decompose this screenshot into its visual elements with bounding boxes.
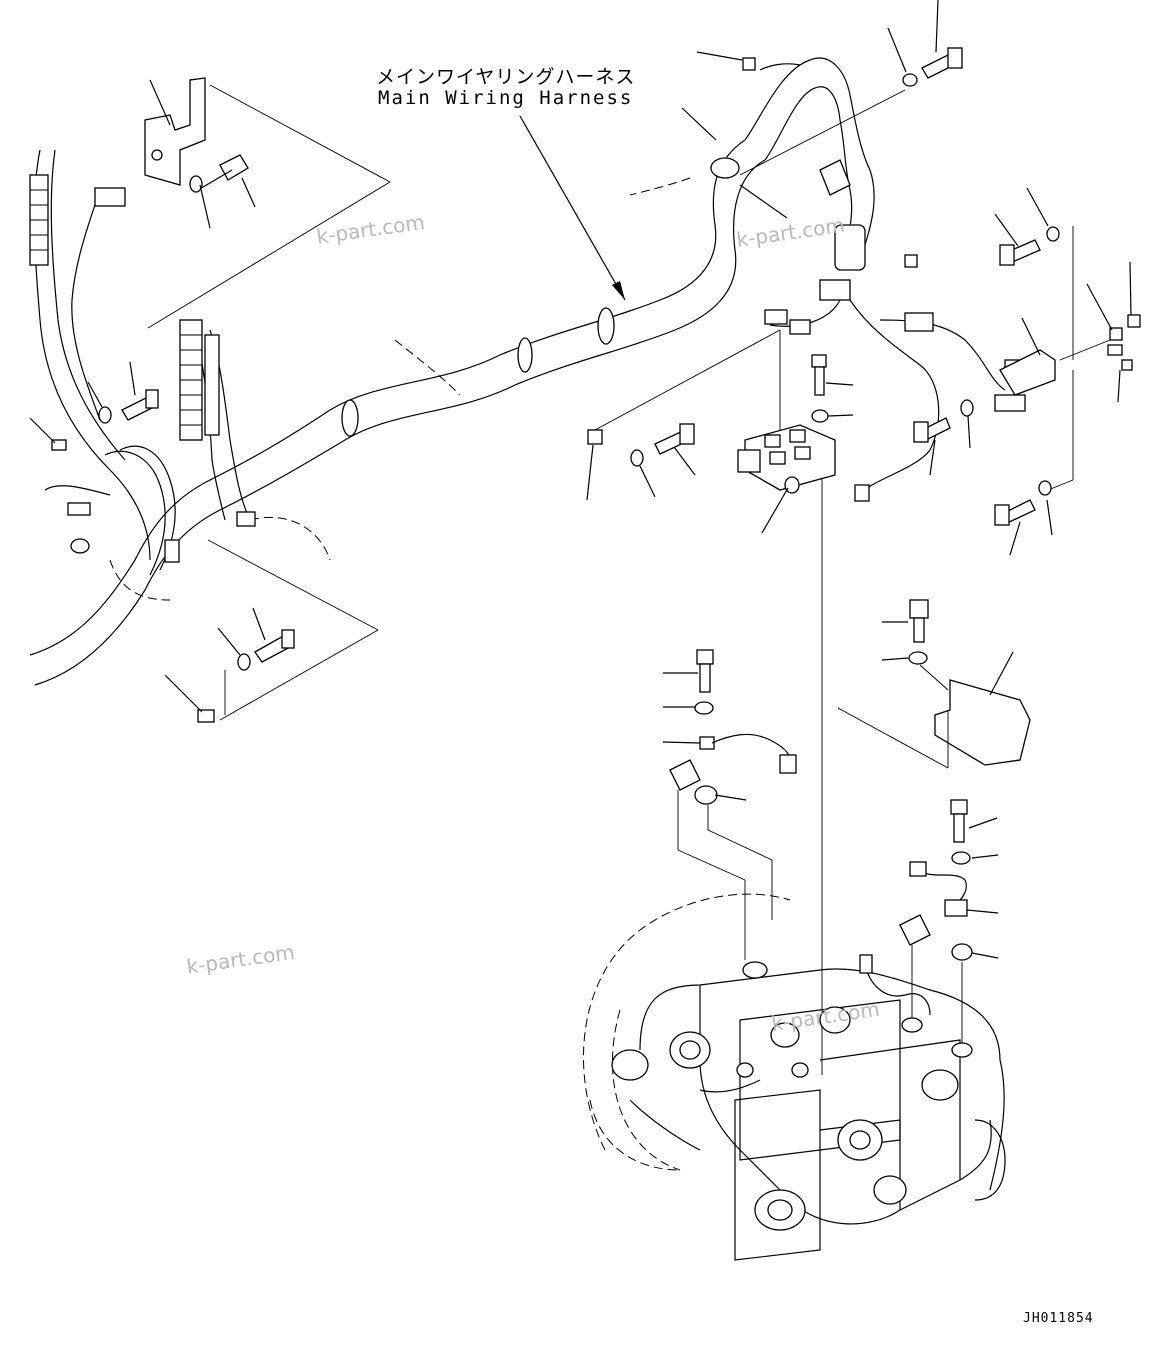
bottom-left-fastener-group [164,539,379,723]
hydraulic-pump-assembly [583,893,1006,1261]
drawing-code: JH011854 [1023,1311,1094,1326]
upper-right-fasteners [681,0,1141,556]
title-leader-line [519,115,626,301]
diagram-title-jp: メインワイヤリングハーネス [376,66,636,88]
right-sensor-group [899,799,999,1050]
left-fastener-group [29,361,159,451]
main-wiring-harness [29,57,875,1171]
upper-right-harness [696,51,1046,502]
title-leader-arrow [612,281,625,300]
left-sensor-group [662,649,797,960]
bottom-right-bracket [837,599,1031,769]
left-harness-bundle [29,149,331,601]
relay-box [586,329,854,1075]
bracket-top-left [144,77,391,329]
diagram-title-en: Main Wiring Harness [378,87,634,109]
